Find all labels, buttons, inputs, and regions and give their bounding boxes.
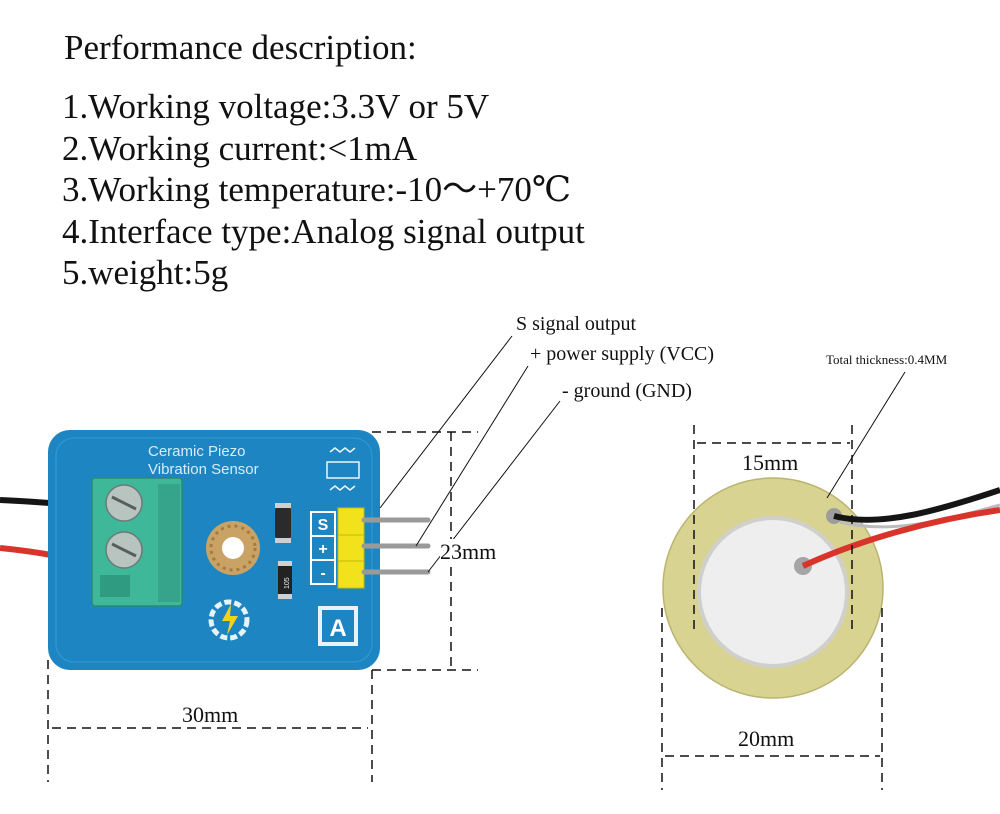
thickness-leader-line	[826, 371, 906, 499]
pin-s-label: S	[318, 517, 329, 534]
sensor-board: Ceramic Piezo Vibration Sensor	[48, 430, 431, 670]
board-width-label: 30mm	[182, 702, 239, 727]
thickness-label: Total thickness:0.4MM	[826, 352, 948, 367]
pin-signal-label: S signal output	[516, 313, 637, 335]
disc-outer-diameter-label: 20mm	[738, 726, 795, 751]
pin-leader-lines	[379, 335, 561, 573]
pin-plus-label: +	[318, 541, 327, 558]
spec-item-interface: 4.Interface type:Analog signal output	[62, 211, 585, 251]
pin-gnd-label: - ground (GND)	[562, 380, 692, 402]
pin-minus-label: -	[320, 565, 325, 582]
pin-label-box: S + -	[310, 511, 336, 585]
board-height-label: 23mm	[440, 539, 497, 565]
board-label-line2: Vibration Sensor	[148, 461, 259, 478]
brand-logo-a: A	[318, 606, 358, 646]
spec-item-voltage: 1.Working voltage:3.3V or 5V	[62, 87, 490, 126]
spec-item-weight: 5.weight:5g	[62, 253, 229, 292]
brand-gear-icon	[208, 599, 250, 641]
screw-terminal	[91, 477, 183, 607]
disc-dimension-lines	[661, 425, 883, 790]
diode-icon	[275, 508, 291, 538]
mounting-hole	[206, 521, 260, 575]
resistor-code: 105	[284, 577, 291, 589]
spec-list: 1.Working voltage:3.3V or 5V 2.Working c…	[62, 86, 585, 294]
spec-item-current: 2.Working current:<1mA	[62, 128, 418, 168]
logo-letter: A	[329, 615, 346, 642]
pin-vcc-label: + power supply (VCC)	[530, 343, 715, 365]
piezo-disc	[662, 477, 884, 699]
disc-inner-diameter-label: 15mm	[742, 450, 799, 475]
page-title: Performance description:	[64, 28, 417, 67]
disc-wires	[801, 487, 1000, 569]
board-dimension-lines	[47, 431, 478, 782]
spec-item-temperature: 3.Working temperature:-10〜+70℃	[62, 170, 572, 209]
board-label-line1: Ceramic Piezo	[148, 443, 246, 460]
piezo-symbol-icon	[326, 447, 360, 491]
resistor-icon	[278, 566, 292, 594]
header-pins	[337, 507, 431, 589]
